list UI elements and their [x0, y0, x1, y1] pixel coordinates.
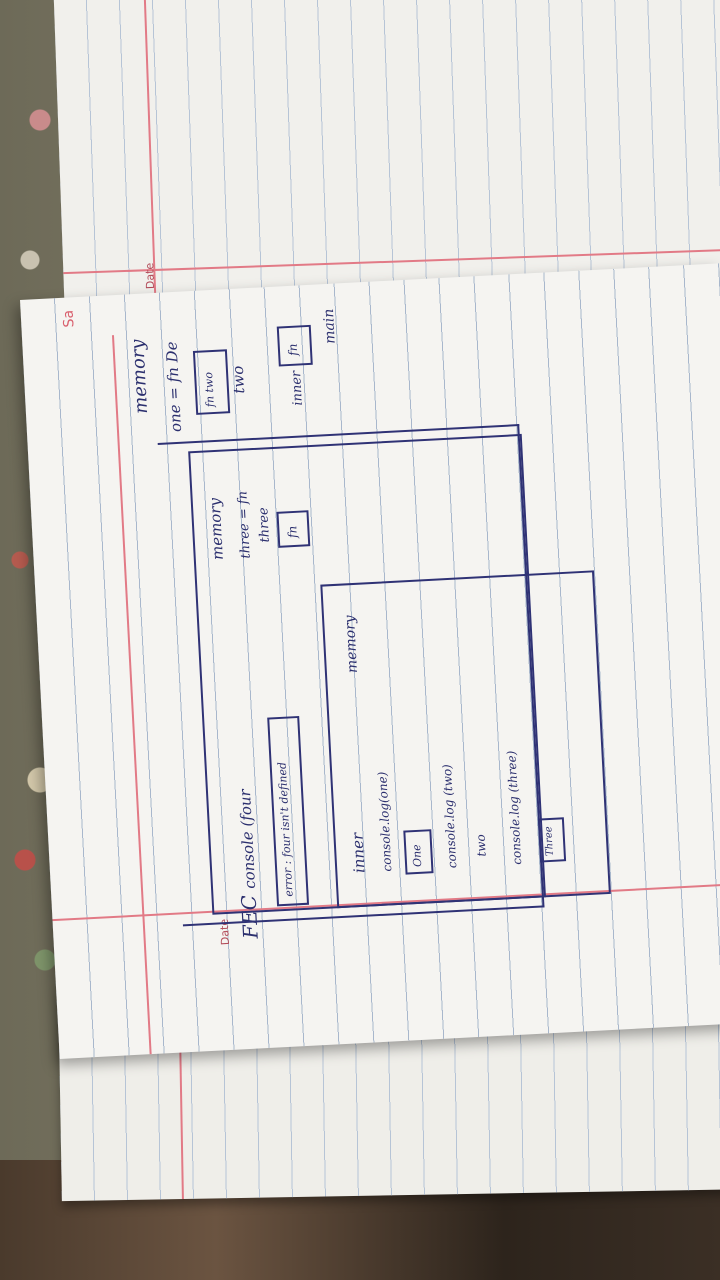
- inner-label: inner: [289, 370, 306, 406]
- memory-label-top: memory: [127, 338, 153, 415]
- date-label-top: Date: [143, 262, 157, 290]
- one-value-box: One: [403, 829, 434, 875]
- margin-line-vertical: [111, 335, 152, 1055]
- notebook-main-page: Sa Date FEC memory one = fn De fn two tw…: [20, 263, 720, 1059]
- two-value: two: [473, 833, 489, 857]
- inner-heading: inner: [348, 832, 369, 874]
- two-fn-box: fn two: [192, 349, 231, 415]
- inner-fn-box-text: fn: [285, 343, 301, 357]
- main-label: main: [320, 308, 339, 345]
- error-four: error : four isn't defined: [275, 761, 296, 898]
- one-assignment: one = fn De: [162, 341, 186, 433]
- three-value: Three: [543, 826, 556, 857]
- two-fn-box-text: fn two: [202, 371, 217, 408]
- inner-fn-box: fn: [276, 324, 313, 367]
- fn-small-box: fn: [276, 510, 311, 548]
- memory-inner: memory: [341, 614, 361, 674]
- corner-mark: Sa: [60, 309, 78, 328]
- one-value: One: [410, 844, 425, 868]
- two-label: two: [228, 365, 249, 395]
- three-label: three: [256, 506, 274, 543]
- memory-mid: memory: [205, 497, 227, 561]
- fn-small-box-text: fn: [285, 525, 300, 539]
- three-value-box: Three: [537, 817, 567, 863]
